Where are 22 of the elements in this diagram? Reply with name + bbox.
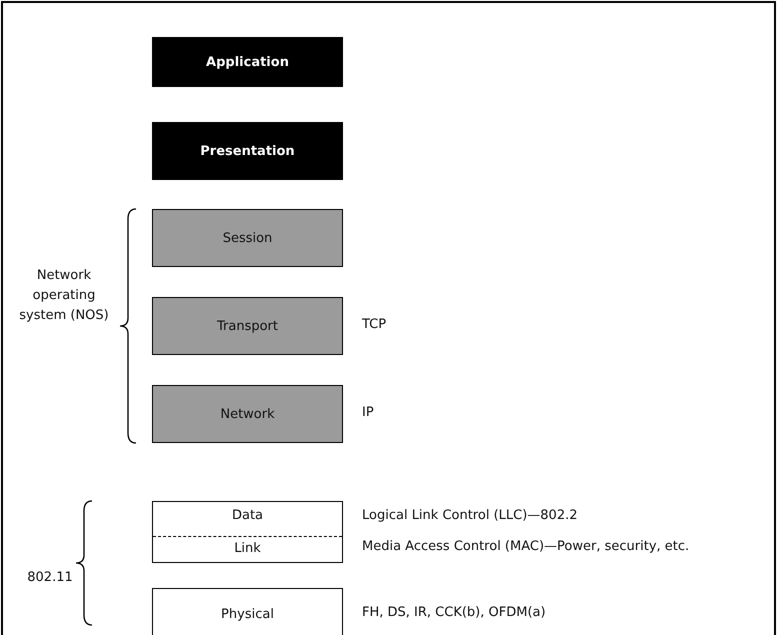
layer-box bbox=[152, 588, 343, 635]
layer-box bbox=[152, 209, 343, 267]
bracket-label: Network operating system (NOS) bbox=[18, 267, 110, 325]
layer-name: Application bbox=[206, 54, 289, 70]
layer-box bbox=[152, 297, 343, 355]
layer-box bbox=[152, 37, 343, 87]
layer-annotation: Logical Link Control (LLC)—802.2 bbox=[362, 508, 578, 522]
layer-annotation: IP bbox=[362, 405, 374, 420]
layer-box bbox=[152, 385, 343, 443]
layer-annotation: FH, DS, IR, CCK(b), OFDM(a) bbox=[362, 605, 546, 620]
layer-name: Data bbox=[232, 508, 264, 524]
layer-box bbox=[152, 501, 343, 563]
layer-name: Link bbox=[153, 536, 342, 556]
layer-annotation: TCP bbox=[362, 317, 386, 332]
layer-name: Session bbox=[222, 230, 272, 246]
layer-annotation: Media Access Control (MAC)—Power, security, etc. bbox=[362, 538, 690, 554]
bracket-label: 802.11 bbox=[26, 569, 74, 587]
layer-name: Network bbox=[220, 406, 275, 422]
layer-name: Transport bbox=[216, 318, 278, 334]
layer-name: Physical bbox=[221, 606, 274, 622]
layer-box bbox=[152, 122, 343, 180]
layer-name: Presentation bbox=[200, 144, 295, 158]
